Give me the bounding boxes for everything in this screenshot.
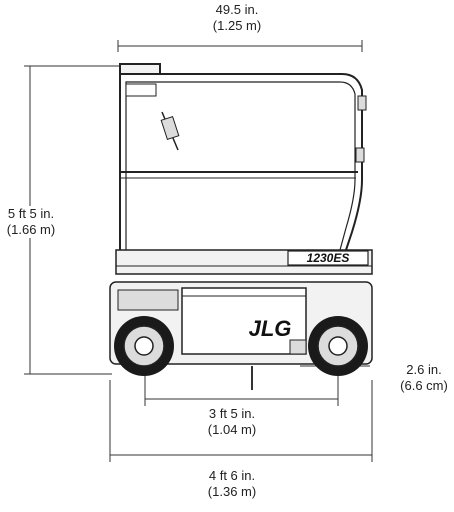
rail-hinge-top — [357, 95, 367, 111]
stowed-height-label: 5 ft 5 in. (1.66 m) — [0, 206, 62, 238]
wheelbase-imperial: 3 ft 5 in. — [208, 406, 256, 421]
front-wheel — [114, 316, 174, 376]
drive-motor — [289, 339, 307, 355]
ground-clearance-label: 2.6 in. (6.6 cm) — [390, 362, 454, 394]
guardrail-inner — [125, 81, 356, 251]
control-box — [160, 116, 180, 140]
ground-clearance-metric: (6.6 cm) — [400, 378, 448, 393]
brand-logo: JLG — [249, 316, 292, 341]
model-decal-box — [287, 250, 369, 266]
platform-deck: 1230ES — [115, 249, 373, 275]
overall-length-metric: (1.36 m) — [207, 484, 257, 499]
guardrail-outer — [119, 73, 363, 251]
chassis: JLG — [109, 281, 373, 365]
entry-gate-top — [119, 63, 161, 75]
rail-hinge-mid — [355, 147, 365, 163]
platform-width-imperial: 49.5 in. — [215, 2, 259, 17]
rear-wheel — [308, 316, 368, 376]
platform-width-label: 49.5 in. (1.25 m) — [185, 2, 289, 34]
ground-clearance-imperial: 2.6 in. — [406, 362, 442, 377]
platform-guardrail — [119, 63, 367, 251]
overall-length-label: 4 ft 6 in. (1.36 m) — [180, 468, 284, 500]
front-hub — [134, 336, 154, 356]
tray-panel — [181, 287, 307, 355]
wheelbase-label: 3 ft 5 in. (1.04 m) — [186, 406, 278, 438]
model-decal-text: 1230ES — [307, 251, 350, 265]
wheelbase-metric: (1.04 m) — [207, 422, 257, 437]
platform-width-metric: (1.25 m) — [212, 18, 262, 33]
dimension-lines — [24, 40, 373, 462]
rail-bracket — [125, 83, 157, 97]
stowed-height-imperial: 5 ft 5 in. — [7, 206, 55, 221]
front-bumper — [117, 289, 179, 311]
overall-length-imperial: 4 ft 6 in. — [208, 468, 256, 483]
stowed-height-metric: (1.66 m) — [6, 222, 56, 237]
rear-hub — [328, 336, 348, 356]
